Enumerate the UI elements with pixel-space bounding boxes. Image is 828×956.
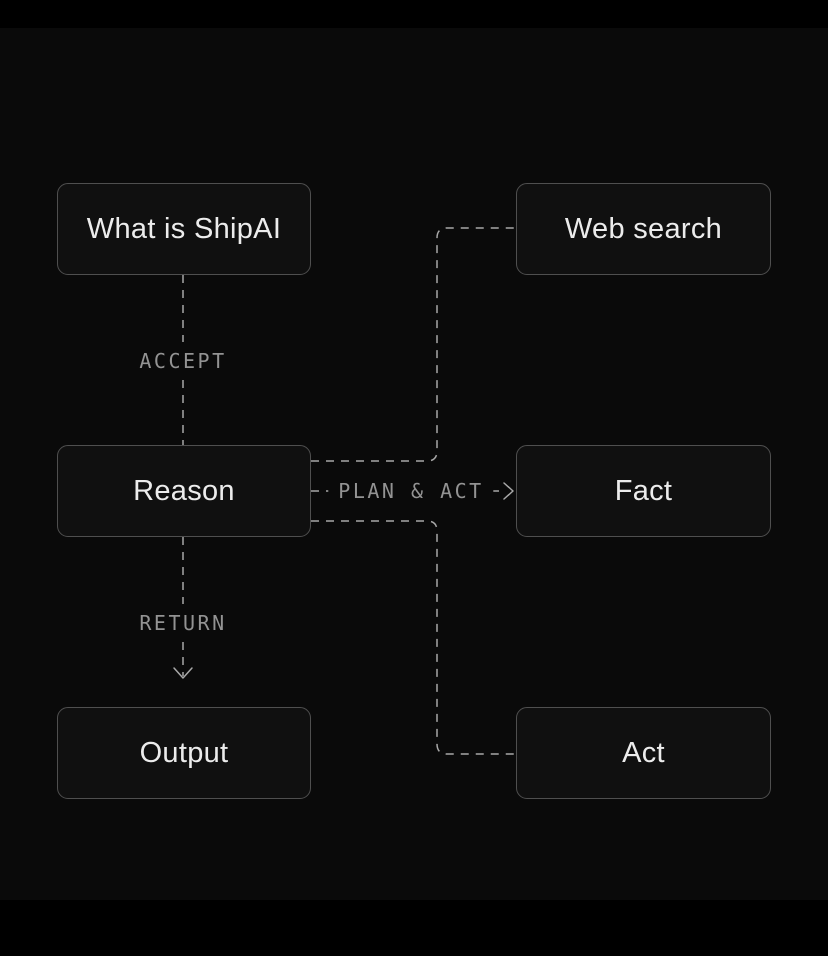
node-fact[interactable]: Fact xyxy=(516,445,771,537)
node-act[interactable]: Act xyxy=(516,707,771,799)
node-web-search[interactable]: Web search xyxy=(516,183,771,275)
diagram-canvas[interactable]: What is ShipAI Web search Reason Fact Ou… xyxy=(0,28,828,900)
node-reason[interactable]: Reason xyxy=(57,445,311,537)
node-what-is-shipai[interactable]: What is ShipAI xyxy=(57,183,311,275)
edge-return-arrowhead xyxy=(173,667,193,679)
edge-label-plan-act: PLAN & ACT xyxy=(328,472,494,510)
edge-reason-act-line xyxy=(311,520,516,755)
node-output[interactable]: Output xyxy=(57,707,311,799)
edge-label-accept: ACCEPT xyxy=(129,342,237,380)
edge-label-return: RETURN xyxy=(129,604,237,642)
edge-plan-act-arrowhead xyxy=(503,482,514,500)
edge-reason-websearch-line xyxy=(311,227,516,462)
